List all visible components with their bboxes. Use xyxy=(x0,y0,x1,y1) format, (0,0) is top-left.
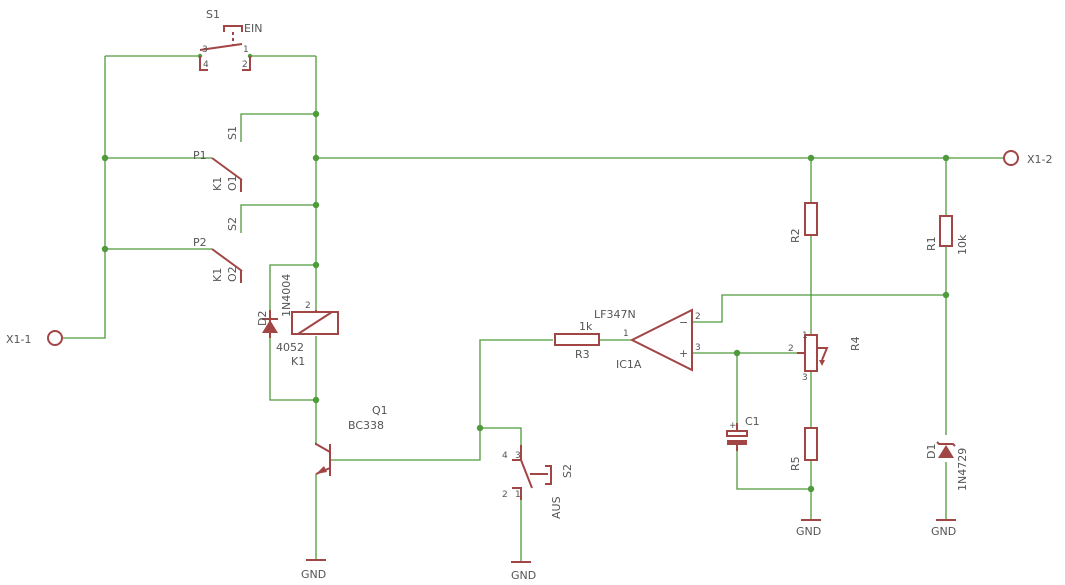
junction xyxy=(733,349,741,357)
gnd-label: GND xyxy=(511,569,536,582)
ground-r5: GND xyxy=(796,519,821,538)
ground-d1: GND xyxy=(931,519,956,538)
resistor-r5: R5 xyxy=(789,427,818,471)
resistor-r2: R2 xyxy=(789,202,818,243)
wires xyxy=(63,55,1003,562)
s1-pin1: 1 xyxy=(243,45,249,55)
r4-name: R4 xyxy=(849,336,862,351)
r1-value: 10k xyxy=(956,234,969,255)
junction xyxy=(312,154,320,162)
junction xyxy=(807,485,815,493)
wire-s2-top xyxy=(480,427,522,445)
diode-d2: D2 1N4004 xyxy=(256,274,293,338)
s2-value: AUS xyxy=(550,496,563,519)
wire-left-rail xyxy=(63,56,106,339)
r3-name: R3 xyxy=(575,348,590,361)
contact1-label: S1 xyxy=(226,126,239,140)
ground-s2: GND xyxy=(511,561,536,582)
s1-pin3: 3 xyxy=(202,45,208,55)
ic-pin3: 3 xyxy=(695,343,701,353)
junction xyxy=(312,110,320,118)
relay-value: 4052 xyxy=(276,341,304,354)
zener-d1: D1 1N4729 xyxy=(925,441,969,491)
d2-name: D2 xyxy=(256,311,269,326)
ic-pin2: 2 xyxy=(695,312,701,322)
r3-value: 1k xyxy=(579,320,593,333)
junction xyxy=(476,424,484,432)
connector-x1-1: X1-1 xyxy=(6,330,63,346)
junction xyxy=(942,291,950,299)
relay-contact-1: S1 P1 K1 O1 xyxy=(193,126,243,192)
contact2-label: S2 xyxy=(226,217,239,231)
relay-name: K1 xyxy=(291,355,305,368)
s1-value: EIN xyxy=(244,22,262,35)
gnd-label: GND xyxy=(301,568,326,581)
s2-pin3: 3 xyxy=(515,451,521,461)
c1-plus: + xyxy=(729,421,737,431)
wire-d2-bottom xyxy=(269,338,316,401)
wire-contact-s1 xyxy=(240,113,316,142)
ic-plus: + xyxy=(679,347,688,360)
r5-name: R5 xyxy=(789,456,802,471)
o2-label: O2 xyxy=(226,266,239,282)
s2-name: S2 xyxy=(561,464,574,478)
s2-pin1: 1 xyxy=(515,490,521,500)
ic-pin1: 1 xyxy=(623,329,629,339)
gnd-label: GND xyxy=(931,525,956,538)
x1-2-label: X1-2 xyxy=(1027,153,1053,166)
s2-pin2: 2 xyxy=(502,490,508,500)
o1-label: O1 xyxy=(226,175,239,191)
gnd-label: GND xyxy=(796,525,821,538)
s2-pin4: 4 xyxy=(502,451,508,461)
d1-value: 1N4729 xyxy=(956,448,969,491)
wire-ic-minus xyxy=(692,294,946,323)
ic-minus: − xyxy=(679,316,688,329)
junction xyxy=(101,154,109,162)
wire-d2-loop xyxy=(269,264,316,310)
junction xyxy=(807,154,815,162)
ic-name: IC1A xyxy=(616,358,642,371)
connector-x1-2: X1-2 xyxy=(1003,150,1053,166)
wire-contact-s2 xyxy=(240,204,316,233)
x1-1-label: X1-1 xyxy=(6,333,32,346)
r2-name: R2 xyxy=(789,228,802,243)
wire-c1-bottom xyxy=(736,451,811,490)
ic-value: LF347N xyxy=(594,308,636,321)
r1-name: R1 xyxy=(925,236,938,251)
k1-label-a: K1 xyxy=(211,177,224,191)
s1-pin2: 2 xyxy=(242,60,248,70)
d1-name: D1 xyxy=(925,444,938,459)
junction xyxy=(312,201,320,209)
s1-name: S1 xyxy=(206,8,220,21)
ground-q1: GND xyxy=(301,559,326,581)
p1-label: P1 xyxy=(193,149,207,162)
s1-pin4: 4 xyxy=(203,60,209,70)
relay-pin2: 2 xyxy=(305,301,311,311)
p2-label: P2 xyxy=(193,236,207,249)
d2-value: 1N4004 xyxy=(280,274,293,317)
c1-name: C1 xyxy=(745,415,760,428)
q1-name: Q1 xyxy=(372,404,388,417)
wire-q1-base xyxy=(330,339,553,461)
r4-pin1: 1 xyxy=(802,331,808,341)
junction xyxy=(101,245,109,253)
opamp-ic1a: LF347N IC1A 1 2 3 − + xyxy=(594,308,701,372)
switch-s2: 4 3 2 1 S2 AUS xyxy=(502,445,574,519)
q1-value: BC338 xyxy=(348,419,384,432)
k1-label-b: K1 xyxy=(211,268,224,282)
capacitor-c1: + C1 xyxy=(726,415,760,451)
junction xyxy=(942,154,950,162)
r4-pin2: 2 xyxy=(788,344,794,354)
junction xyxy=(312,396,320,404)
relay-coil-k1: 2 4052 K1 xyxy=(276,301,339,368)
potentiometer-r4: 1 2 3 R4 xyxy=(788,331,862,383)
resistor-r3: 1k R3 xyxy=(554,320,600,361)
r4-pin3: 3 xyxy=(802,373,808,383)
resistor-r1: R1 10k xyxy=(925,215,969,255)
relay-contact-2: S2 P2 K1 O2 xyxy=(193,217,243,283)
transistor-q1: Q1 BC338 xyxy=(315,404,388,476)
switch-s1: S1 EIN 3 1 4 2 xyxy=(199,8,262,71)
junction xyxy=(312,261,320,269)
